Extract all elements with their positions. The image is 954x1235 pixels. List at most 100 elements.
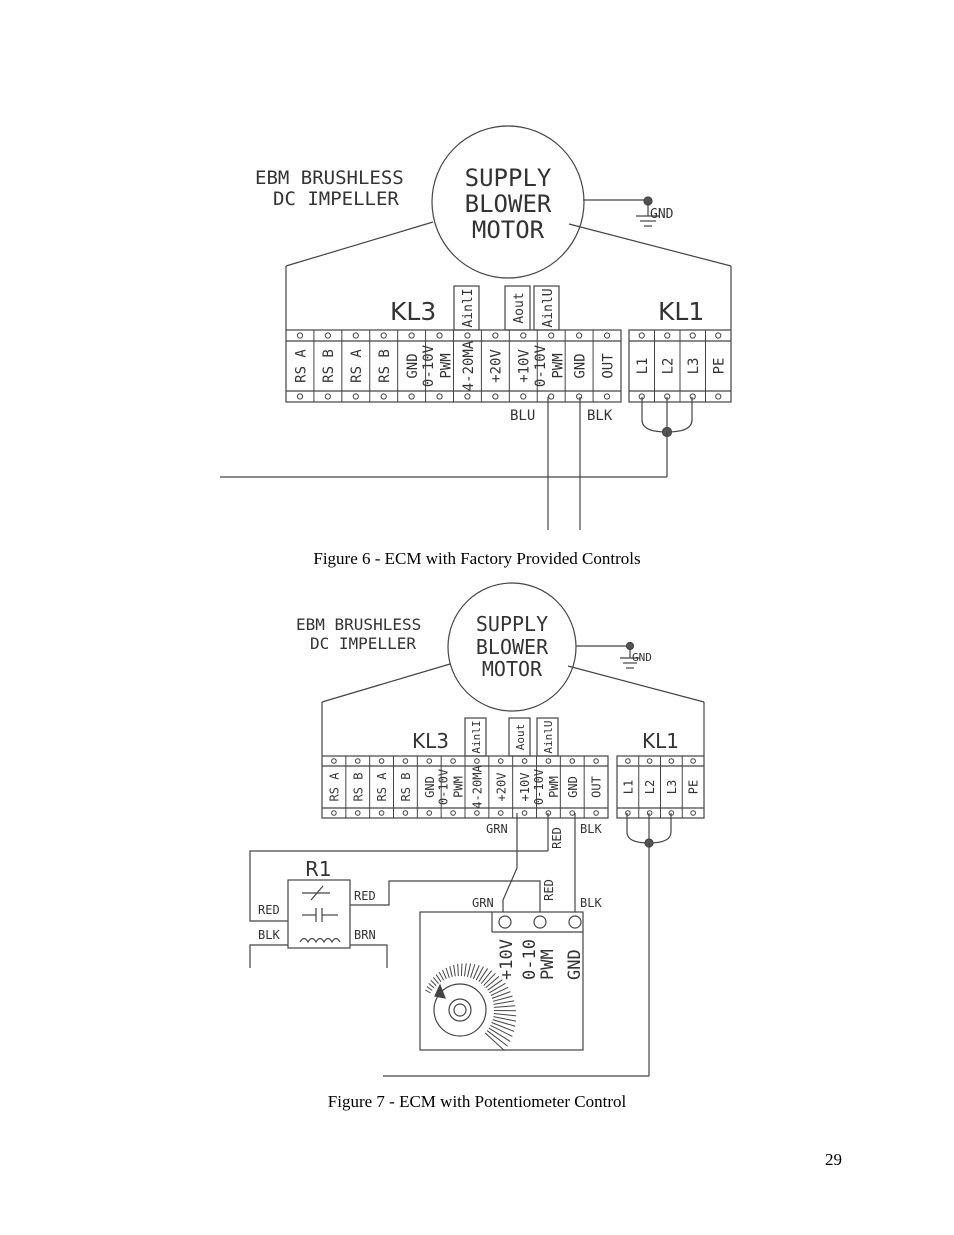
pot-scale-tick <box>430 979 437 987</box>
relay-contact-nc-slash <box>310 885 324 901</box>
pot-scale-tick <box>449 966 453 978</box>
fig6-tab-ainu: AinlU <box>541 288 556 327</box>
terminal-screw-top <box>668 758 675 764</box>
terminal-screw-top <box>352 332 359 339</box>
pot-knob-mid <box>448 998 472 1022</box>
pot-scale-tick <box>492 1019 516 1027</box>
terminal-screw-bottom <box>569 810 576 816</box>
kl3-terminal-label: +20V <box>489 349 505 383</box>
terminal-screw-bottom <box>492 393 499 400</box>
fig6-motor-desc-1: EBM BRUSHLESS <box>255 167 404 189</box>
terminal-screw-top <box>296 332 304 339</box>
pot-scale-tick <box>460 963 463 977</box>
pot-scale-tick <box>491 991 511 999</box>
kl3-terminal-label: GND <box>423 776 437 798</box>
kl3-terminal-label: RS B <box>399 773 413 802</box>
fig7-relay-brn: BRN <box>354 928 376 942</box>
pot-scale-tick <box>487 979 503 991</box>
fig7-relay-red-right: RED <box>354 889 376 903</box>
fig7-relay-blk: BLK <box>258 928 280 942</box>
tab-aout <box>504 285 531 331</box>
terminal-screw-bottom <box>408 393 415 400</box>
terminal-screw-top <box>436 332 443 339</box>
fig7-pot-term-2: 0-10 <box>520 939 540 980</box>
motor-lead-left <box>321 663 451 703</box>
terminal-screw-bottom <box>464 393 471 400</box>
kl3-terminal-label: 4-20MA <box>470 765 484 809</box>
kl3-terminal-label: GND <box>572 353 588 378</box>
terminal-screw-bottom <box>352 393 359 400</box>
kl3-terminal-label: GND <box>405 353 421 378</box>
fig7-pot-term-2-sub: PWM <box>538 949 558 980</box>
fig7-motor-desc-1: EBM BRUSHLESS <box>296 615 421 634</box>
pot-scale-tick <box>492 995 513 1002</box>
fig7-pot-red: RED <box>542 879 556 901</box>
terminal-screw-bottom <box>436 393 443 400</box>
fig7-motor-name-2: BLOWER <box>476 635 549 659</box>
kl3-terminal-label: +20V <box>494 773 508 802</box>
pot-scale-tick <box>464 963 467 977</box>
terminal-screw-bottom <box>474 810 480 816</box>
kl3-terminal-label: 4-20MA <box>461 340 477 391</box>
kl1-terminal-label: L2 <box>643 780 657 794</box>
fig6-motor-name-3: MOTOR <box>472 216 545 244</box>
pot-knob-inner <box>453 1003 467 1017</box>
kl1-terminal-label: PE <box>687 780 701 794</box>
fig6-motor-name-2: BLOWER <box>465 190 552 218</box>
fig6-motor-desc-2: DC IMPELLER <box>273 188 399 210</box>
terminal-screw-top <box>450 758 456 764</box>
terminal-screw-top <box>603 332 611 339</box>
kl3-terminal-label: RS B <box>321 349 337 383</box>
relay-coil <box>299 937 341 944</box>
kl3-terminal-label: 0-10V <box>437 769 451 805</box>
terminal-screw-bottom <box>497 810 504 816</box>
grn-wire <box>502 813 518 912</box>
pot-scale-tick <box>480 970 493 984</box>
pot-scale-tick <box>490 986 509 996</box>
pot-scale-tick <box>485 975 500 989</box>
fig6-wire-blu: BLU <box>510 408 535 424</box>
pot-scale-tick <box>493 1013 517 1017</box>
fig7-tab-aout: Aout <box>514 724 527 751</box>
motor-lead-right <box>568 223 732 267</box>
pot-scale-tick <box>484 1032 505 1052</box>
kl1-terminal-label: L3 <box>665 780 679 794</box>
terminal-screw-top <box>569 758 576 764</box>
terminal-screw-bottom <box>625 810 631 816</box>
kl3-terminal-label: +10V <box>518 773 532 802</box>
pot-pointer <box>434 983 446 999</box>
pot-scale-tick <box>475 966 484 981</box>
pot-scale-tick <box>490 1024 513 1037</box>
kl3-terminal-sublabel: PWM <box>550 353 566 378</box>
kl3-terminal-sublabel: PWM <box>439 353 455 378</box>
pot-scale-tick <box>493 1005 516 1008</box>
motor-lead-left <box>285 221 434 267</box>
terminal-screw-top <box>474 758 480 764</box>
kl3-terminal-label: RS B <box>377 349 393 383</box>
kl3-terminal-label: RS A <box>327 772 341 802</box>
kl1-terminal-label: L2 <box>661 358 677 375</box>
terminal-screw-top <box>548 332 555 339</box>
pot-scale-tick <box>489 982 506 994</box>
terminal-screw-top <box>545 758 552 764</box>
pot-scale-tick <box>457 963 459 977</box>
fig6-gnd-label: GND <box>650 207 674 222</box>
kl3-terminal-label: 0-10V <box>533 344 549 387</box>
kl1-terminal-label: L1 <box>635 358 651 375</box>
terminal-screw-bottom <box>576 393 583 400</box>
fig7-motor-desc-2: DC IMPELLER <box>310 634 416 653</box>
fig7-tab-ainu: AinlU <box>542 720 555 753</box>
motor-lead-right <box>567 665 705 703</box>
terminal-screw-bottom <box>668 810 675 816</box>
kl3-terminal-sublabel: PWM <box>452 776 466 798</box>
pot-scale-tick <box>453 964 456 977</box>
terminal-screw-top <box>408 332 415 339</box>
terminal-screw-top <box>521 758 528 764</box>
pot-scale-tick <box>472 964 480 979</box>
fig7-pot-grn: GRN <box>472 896 494 910</box>
pot-scale-tick <box>425 989 431 994</box>
terminal-screw-top <box>715 332 722 339</box>
pot-knob-outer <box>433 983 487 1037</box>
